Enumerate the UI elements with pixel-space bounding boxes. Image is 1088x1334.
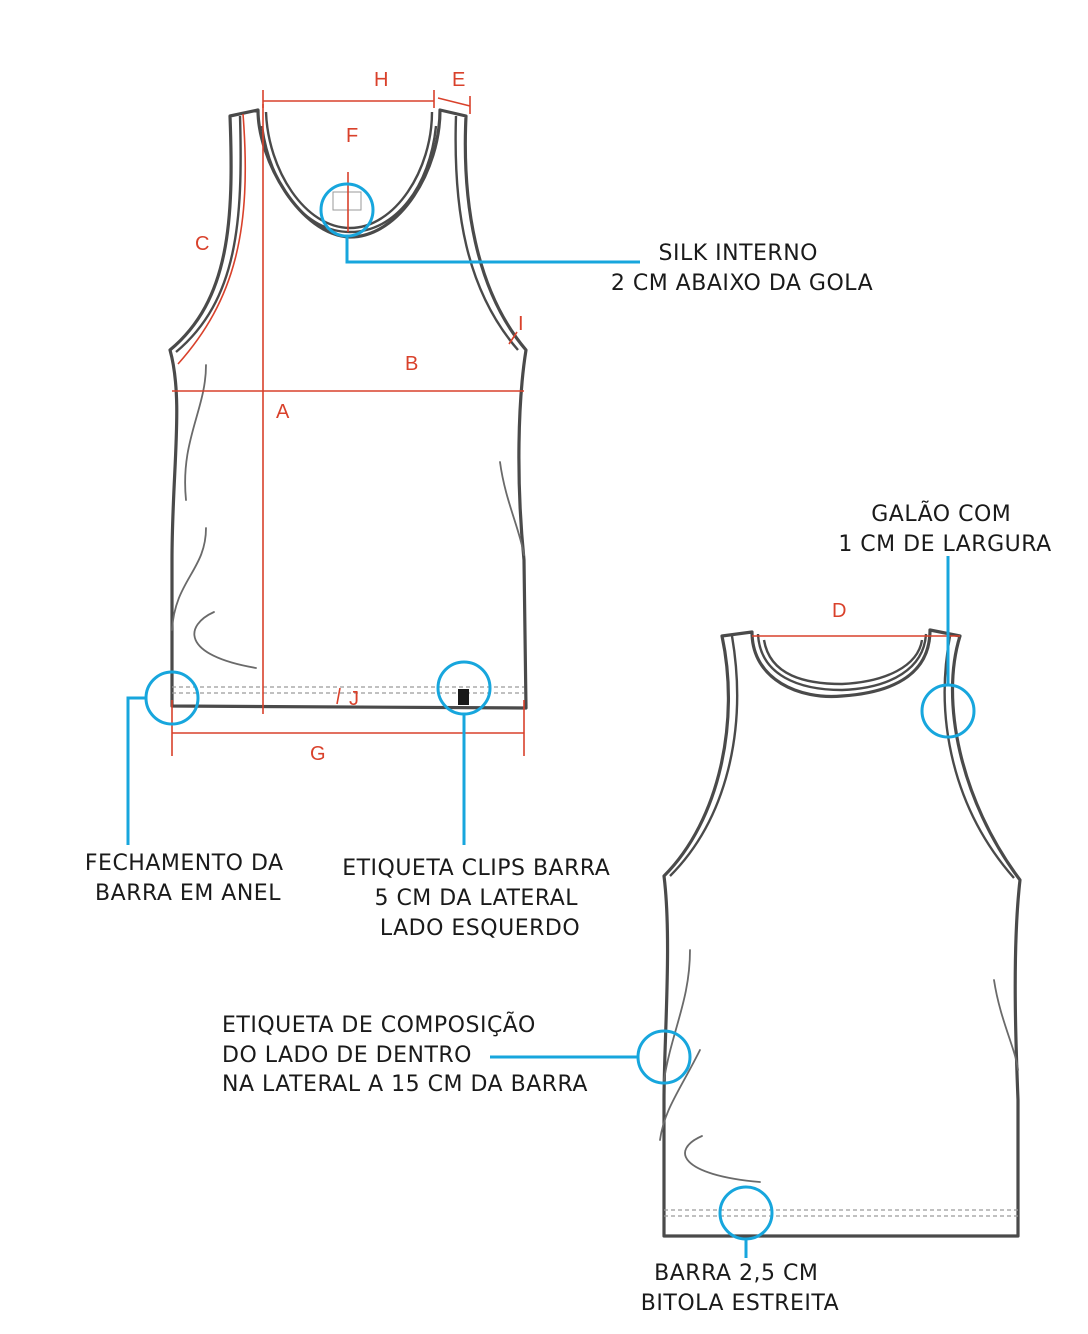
front-view: H E F C I B A J G [168,69,528,765]
front-left-armhole-trim [175,115,242,353]
measure-line-c [177,113,247,365]
note-fechamento-line-1: FECHAMENTO DA [85,851,284,876]
measure-label-h: H [374,69,388,91]
note-barra-line-2: BITOLA ESTREITA [641,1291,839,1316]
front-neck-trim-2 [260,125,438,234]
note-fechamento: FECHAMENTO DA BARRA EM ANEL [85,851,291,906]
note-silk: SILK INTERNO 2 CM ABAIXO DA GOLA [611,241,873,296]
back-right-armhole-trim [943,635,1015,879]
measure-label-c: C [195,233,209,255]
notes: SILK INTERNO 2 CM ABAIXO DA GOLA GALÃO C… [85,241,1051,1316]
measure-label-i: I [518,313,524,335]
note-galao-line-2: 1 CM DE LARGURA [838,532,1051,557]
measure-label-e: E [452,69,465,91]
back-view: D [659,600,1022,1238]
note-composicao-line-2: DO LADO DE DENTRO [222,1043,472,1068]
back-fold-left-lower [659,1049,701,1141]
back-body-outline [662,628,1022,1238]
callout-leader-silk [345,236,640,264]
note-composicao-line-1: ETIQUETA DE COMPOSIÇÃO [222,1011,536,1038]
measure-line-j [336,687,341,705]
callout-circle-barra [718,1185,774,1241]
note-silk-line-1: SILK INTERNO [659,241,818,266]
measure-label-f: F [346,125,358,147]
back-neck-trim-1 [756,633,928,692]
note-composicao: ETIQUETA DE COMPOSIÇÃO DO LADO DE DENTRO… [222,1011,588,1097]
silk-label [332,191,362,211]
note-etiqueta-clips: ETIQUETA CLIPS BARRA 5 CM DA LATERAL LAD… [342,856,618,941]
note-composicao-line-3: NA LATERAL A 15 CM DA BARRA [222,1072,588,1097]
callout-leader-fechamento [126,696,146,845]
measure-line-e [437,97,471,107]
note-clips-line-3: LADO ESQUERDO [380,916,580,941]
back-neck-trim-2 [762,639,924,686]
note-clips-line-2: 5 CM DA LATERAL [374,886,578,911]
note-clips-line-1: ETIQUETA CLIPS BARRA [342,856,610,881]
front-fold-right [499,461,525,556]
measure-label-g: G [310,743,326,765]
back-left-armhole-trim [669,635,739,877]
clip-label [458,689,469,705]
measure-line-i [508,331,518,345]
measure-label-a: A [276,401,290,423]
back-fold-right [993,979,1019,1071]
measure-label-d: D [832,600,846,622]
measure-label-b: B [405,353,418,375]
front-right-armhole-trim [454,115,519,351]
front-fold-left-lower [171,527,207,631]
note-galao: GALÃO COM 1 CM DE LARGURA [838,500,1051,557]
note-barra-line-1: BARRA 2,5 CM [654,1261,818,1286]
measure-label-j: J [349,688,359,710]
note-barra: BARRA 2,5 CM BITOLA ESTREITA [641,1261,839,1316]
back-fold-bottom [684,1135,761,1183]
front-fold-left-upper [184,364,207,501]
callouts [126,182,976,1258]
note-silk-line-2: 2 CM ABAIXO DA GOLA [611,271,873,296]
note-fechamento-line-2: BARRA EM ANEL [95,881,281,906]
back-fold-left-upper [663,949,691,1081]
note-galao-line-1: GALÃO COM [871,500,1011,527]
front-neck-trim-1 [264,111,434,230]
front-fold-bottom [193,611,257,669]
